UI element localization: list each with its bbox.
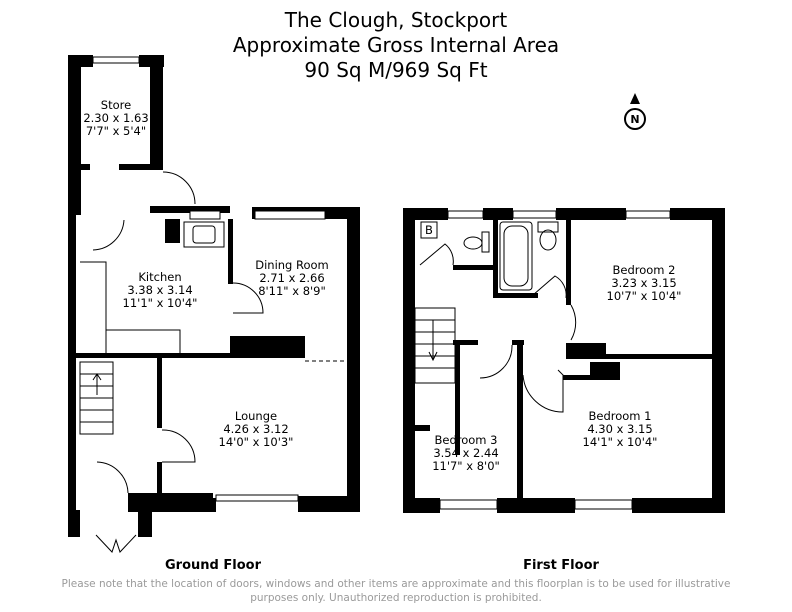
room-name: Store <box>100 98 132 112</box>
room-name: Bedroom 3 <box>434 433 498 447</box>
first-floor-label: First Floor <box>523 558 599 573</box>
title-line-1: The Clough, Stockport <box>284 8 508 32</box>
first-floor-walls <box>403 208 725 513</box>
room-name: Bedroom 2 <box>612 263 676 277</box>
title-line-3: 90 Sq M/969 Sq Ft <box>304 58 488 82</box>
room-imperial: 11'1" x 10'4" <box>122 296 198 310</box>
room-store: Store 2.30 x 1.63 7'7" x 5'4" <box>83 99 148 138</box>
room-metric: 3.54 x 2.44 <box>433 446 499 460</box>
room-name: Bedroom 1 <box>588 409 652 423</box>
room-metric: 4.30 x 3.15 <box>587 422 653 436</box>
ground-floor-details <box>79 56 347 553</box>
disclaimer-line-1: Please note that the location of doors, … <box>61 578 731 590</box>
room-imperial: 11'7" x 8'0" <box>432 459 500 473</box>
room-imperial: 14'0" x 10'3" <box>218 435 294 449</box>
room-metric: 3.38 x 3.14 <box>127 283 193 297</box>
room-metric: 3.23 x 3.15 <box>611 276 677 290</box>
room-metric: 2.30 x 1.63 <box>83 111 149 125</box>
disclaimer-line-2: purposes only. Unauthorized reproduction… <box>250 592 542 604</box>
room-metric: 2.71 x 2.66 <box>259 271 325 285</box>
title-line-2: Approximate Gross Internal Area <box>232 33 560 57</box>
room-dining-room: Dining Room 2.71 x 2.66 8'11" x 8'9" <box>255 259 329 298</box>
ground-floor-label: Ground Floor <box>165 558 261 573</box>
room-name: Lounge <box>234 409 278 423</box>
room-imperial: 10'7" x 10'4" <box>606 289 682 303</box>
room-bedroom-1: Bedroom 1 4.30 x 3.15 14'1" x 10'4" <box>583 410 658 449</box>
svg-text:N: N <box>630 113 639 126</box>
room-imperial: 8'11" x 8'9" <box>258 284 326 298</box>
compass-icon: N <box>624 93 646 130</box>
room-name: Kitchen <box>138 270 182 284</box>
ground-floor-walls <box>68 55 360 537</box>
room-imperial: 14'1" x 10'4" <box>582 435 658 449</box>
room-metric: 4.26 x 3.12 <box>223 422 289 436</box>
first-floor-details <box>414 210 671 510</box>
room-lounge: Lounge 4.26 x 3.12 14'0" x 10'3" <box>219 410 294 449</box>
room-imperial: 7'7" x 5'4" <box>85 124 147 138</box>
room-bedroom-3: Bedroom 3 3.54 x 2.44 11'7" x 8'0" <box>432 434 500 473</box>
boiler-label: B <box>425 223 433 237</box>
room-kitchen: Kitchen 3.38 x 3.14 11'1" x 10'4" <box>123 271 198 310</box>
room-name: Dining Room <box>255 258 329 272</box>
room-bedroom-2: Bedroom 2 3.23 x 3.15 10'7" x 10'4" <box>607 264 682 303</box>
